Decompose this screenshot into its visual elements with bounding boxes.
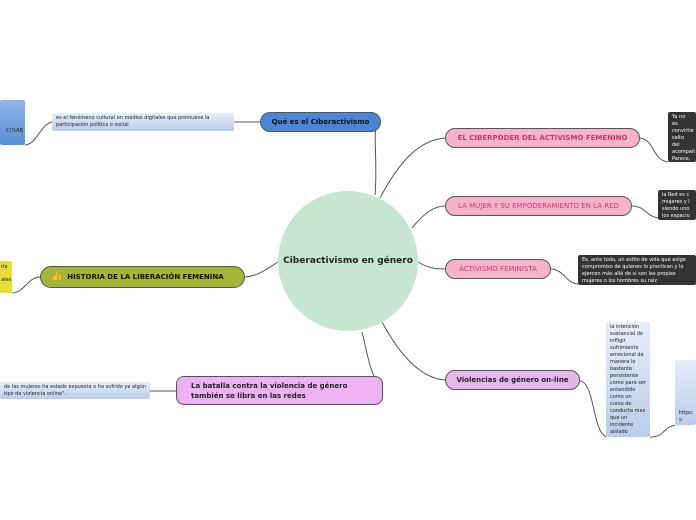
link-que-es — [374, 121, 379, 196]
branch-batalla[interactable]: La batalla contra la violencia de género… — [176, 376, 383, 405]
left-blue-fragment-text: C)%AB — [5, 128, 23, 134]
branch-violencias-label: Violencias de género on-line — [456, 376, 569, 384]
branch-empoderamiento[interactable]: LA MUJER Y SU EMPODERAMIENTO EN LA RED — [445, 196, 632, 216]
branch-que-es[interactable]: Qué es el Ciberactivismo — [260, 112, 381, 132]
ciberpoder-note[interactable]: Ya no es convirtie salto del acompañ Par… — [668, 112, 696, 162]
left-blue-fragment[interactable]: C)%AB — [0, 100, 25, 145]
activismo-note-text: Es, ante todo, un estilo de vida que exi… — [582, 257, 686, 284]
link-ciberpoder — [379, 137, 446, 199]
branch-historia-label: HISTORIA DE LA LIBERACIÓN FEMENINA — [67, 273, 224, 281]
branch-batalla-label: La batalla contra la violencia de género… — [191, 381, 348, 400]
link-ciberpoder-note — [639, 137, 669, 163]
branch-ciberpoder[interactable]: EL CIBERPODER DEL ACTIVISMO FEMENINO — [445, 128, 640, 148]
batalla-note-text: de las mujeres ha estado expuesta o ha s… — [4, 384, 146, 397]
violencias-note-text: la intención sustancial de infligir sufr… — [610, 324, 647, 435]
branch-empoderamiento-label: LA MUJER Y SU EMPODERAMIENTO EN LA RED — [458, 202, 619, 210]
branch-ciberpoder-label: EL CIBERPODER DEL ACTIVISMO FEMENINO — [457, 134, 628, 142]
batalla-note[interactable]: de las mujeres ha estado expuesta o ha s… — [0, 382, 150, 399]
central-topic-label: Ciberactivismo en género — [283, 256, 413, 266]
link-historia-left — [11, 276, 41, 294]
link-que-es-left — [24, 121, 53, 146]
thumbs-up-icon: 👍 — [51, 272, 63, 282]
empoderamiento-note-text: la Red es c mujeres y l siendo uno los e… — [662, 192, 690, 219]
link-empoderamiento-note — [631, 205, 659, 219]
central-topic[interactable]: Ciberactivismo en género — [278, 191, 418, 331]
activismo-note[interactable]: Es, ante todo, un estilo de vida que exi… — [578, 255, 696, 285]
ciberpoder-note-text: Ya no es convirtie salto del acompañ Par… — [672, 114, 696, 162]
violencias-note2-text: https: s-soci — [679, 410, 694, 425]
branch-activismo[interactable]: ACTIVISMO FEMINISTA — [445, 259, 551, 279]
link-activismo-note — [550, 268, 579, 285]
empoderamiento-note[interactable]: la Red es c mujeres y l siendo uno los e… — [658, 190, 696, 220]
link-violencias-note — [579, 380, 607, 438]
link-violencias — [381, 321, 446, 381]
branch-activismo-label: ACTIVISMO FEMINISTA — [459, 265, 537, 273]
branch-que-es-label: Qué es el Ciberactivismo — [271, 118, 370, 126]
que-es-note-text: es el fenómeno cultural en medios digita… — [56, 115, 210, 128]
violencias-note2[interactable]: https: s-soci — [675, 360, 696, 425]
que-es-note[interactable]: es el fenómeno cultural en medios digita… — [52, 113, 234, 131]
left-yellow-fragment[interactable]: ria ales — [0, 261, 12, 293]
left-yellow-line2: ales — [1, 277, 12, 283]
link-violencias-note2 — [649, 424, 676, 438]
branch-violencias[interactable]: Violencias de género on-line — [445, 370, 580, 390]
link-historia — [244, 261, 279, 278]
link-activismo — [417, 261, 446, 270]
left-yellow-line1: ria — [1, 264, 8, 270]
link-empoderamiento — [411, 205, 446, 229]
violencias-note[interactable]: la intención sustancial de infligir sufr… — [606, 322, 650, 437]
branch-historia[interactable]: 👍 HISTORIA DE LA LIBERACIÓN FEMENINA — [40, 266, 245, 288]
